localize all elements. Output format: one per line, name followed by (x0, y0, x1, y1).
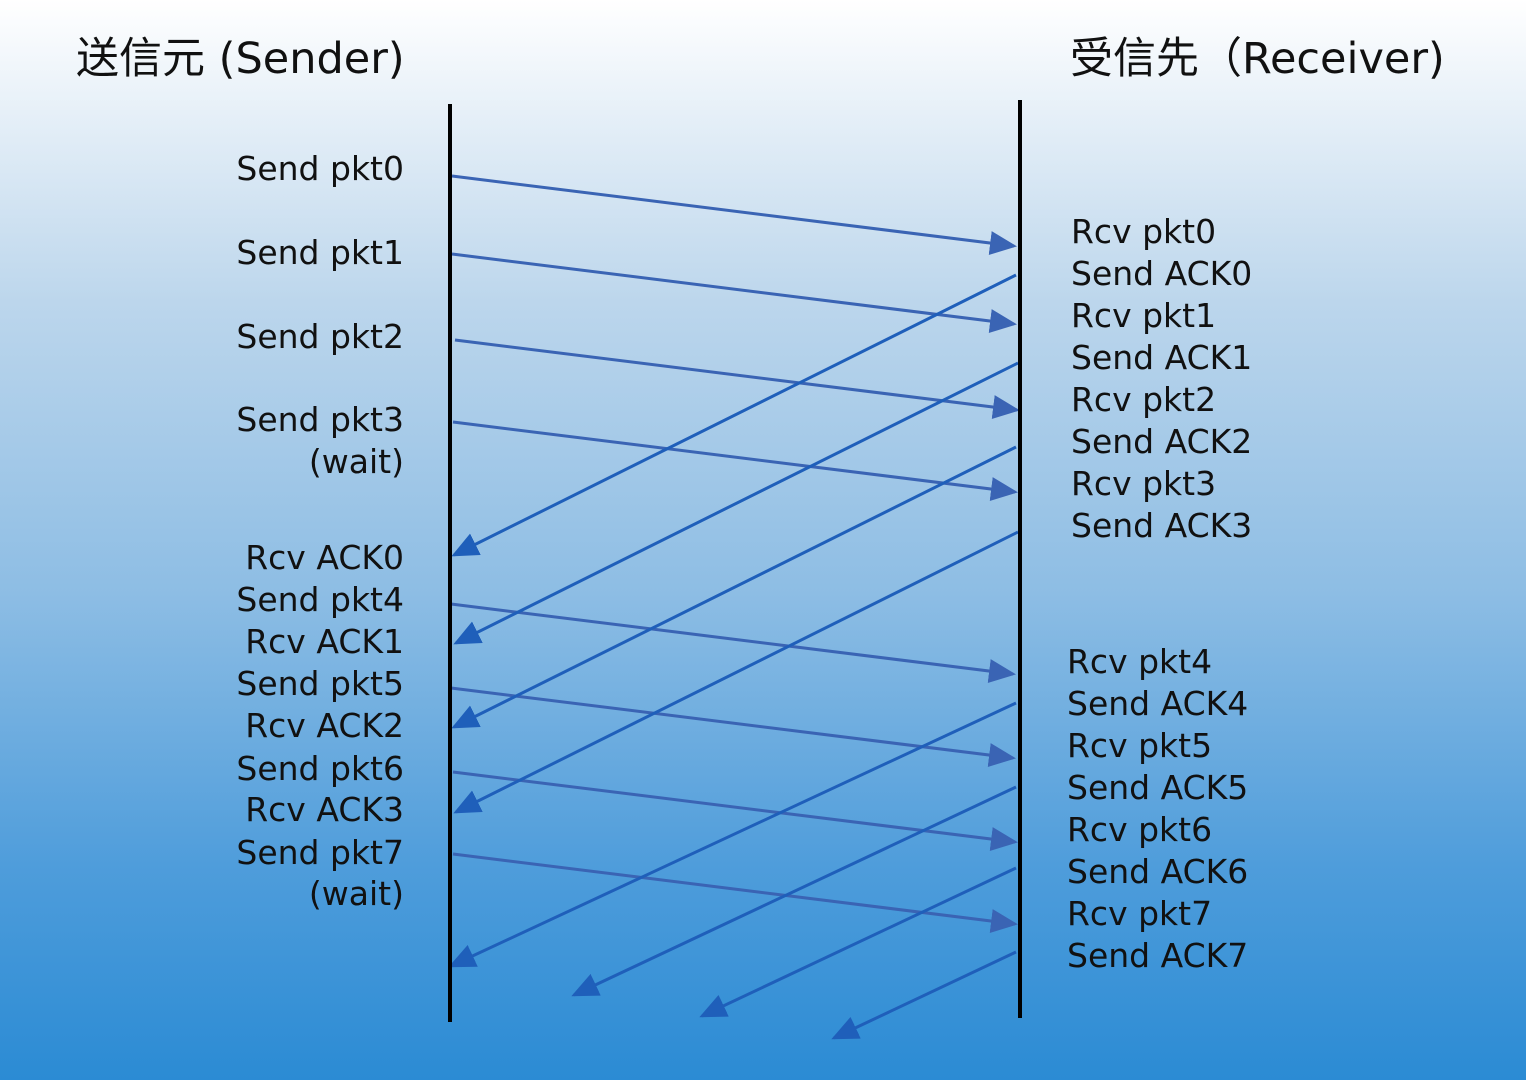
sender-label-send-pkt0: Send pkt0 (236, 149, 404, 188)
receiver-label-rcv-pkt1: Rcv pkt1 (1071, 296, 1217, 335)
receiver-label-send-ack5: Send ACK5 (1067, 768, 1249, 807)
receiver-label-send-ack1: Send ACK1 (1071, 338, 1253, 377)
pkt0-arrow (451, 174, 1017, 255)
receiver-label-send-ack3: Send ACK3 (1071, 506, 1253, 545)
sender-label-send-pkt4: Send pkt4 (236, 580, 404, 619)
receiver-label-rcv-pkt7: Rcv pkt7 (1067, 894, 1213, 933)
sender-label-rcv-ack1: Rcv ACK1 (245, 622, 404, 661)
receiver-label-send-ack0: Send ACK0 (1071, 254, 1253, 293)
receiver-label-send-ack4: Send ACK4 (1067, 684, 1249, 723)
pkt7-arrow (452, 852, 1018, 933)
sender-label-send-pkt3: Send pkt3 (236, 400, 404, 439)
receiver-label-rcv-pkt4: Rcv pkt4 (1067, 642, 1213, 681)
receiver-label-rcv-pkt3: Rcv pkt3 (1071, 464, 1217, 503)
sender-label-send-pkt2: Send pkt2 (236, 317, 404, 356)
sender-label-rcv-ack3: Rcv ACK3 (245, 790, 404, 829)
receiver-label-send-ack6: Send ACK6 (1067, 852, 1249, 891)
receiver-title: 受信先（Receiver) (1070, 34, 1445, 84)
pkt5-arrow (450, 686, 1016, 767)
receiver-label-send-ack2: Send ACK2 (1071, 422, 1253, 461)
sender-title: 送信元 (Sender) (76, 34, 405, 84)
ack1-arrow (453, 361, 1019, 645)
ack4-arrow (448, 701, 1017, 968)
ack3-arrow (453, 530, 1019, 814)
sender-label-send-pkt7: Send pkt7 (236, 833, 404, 872)
ack7-arrow (831, 950, 1017, 1040)
sender-label-wait-2: (wait) (308, 874, 404, 913)
ack2-arrow (451, 445, 1017, 729)
sender-label-send-pkt5: Send pkt5 (236, 664, 404, 703)
pkt1-arrow (451, 252, 1017, 333)
pkt6-arrow (452, 770, 1018, 851)
pkt3-arrow (452, 420, 1018, 501)
sender-label-rcv-ack2: Rcv ACK2 (245, 706, 404, 745)
pkt4-arrow (450, 602, 1016, 683)
receiver-label-rcv-pkt5: Rcv pkt5 (1067, 726, 1213, 765)
receiver-label-rcv-pkt0: Rcv pkt0 (1071, 212, 1217, 251)
ack6-arrow (699, 866, 1017, 1018)
receiver-label-send-ack7: Send ACK7 (1067, 936, 1249, 975)
sender-label-send-pkt1: Send pkt1 (236, 233, 404, 272)
sender-label-send-pkt6: Send pkt6 (236, 749, 404, 788)
sender-label-wait-1: (wait) (308, 442, 404, 481)
receiver-label-rcv-pkt6: Rcv pkt6 (1067, 810, 1213, 849)
ack5-arrow (571, 785, 1017, 997)
receiver-label-rcv-pkt2: Rcv pkt2 (1071, 380, 1217, 419)
pkt2-arrow (454, 338, 1020, 419)
ack0-arrow (451, 273, 1017, 557)
sender-label-rcv-ack0: Rcv ACK0 (245, 538, 404, 577)
